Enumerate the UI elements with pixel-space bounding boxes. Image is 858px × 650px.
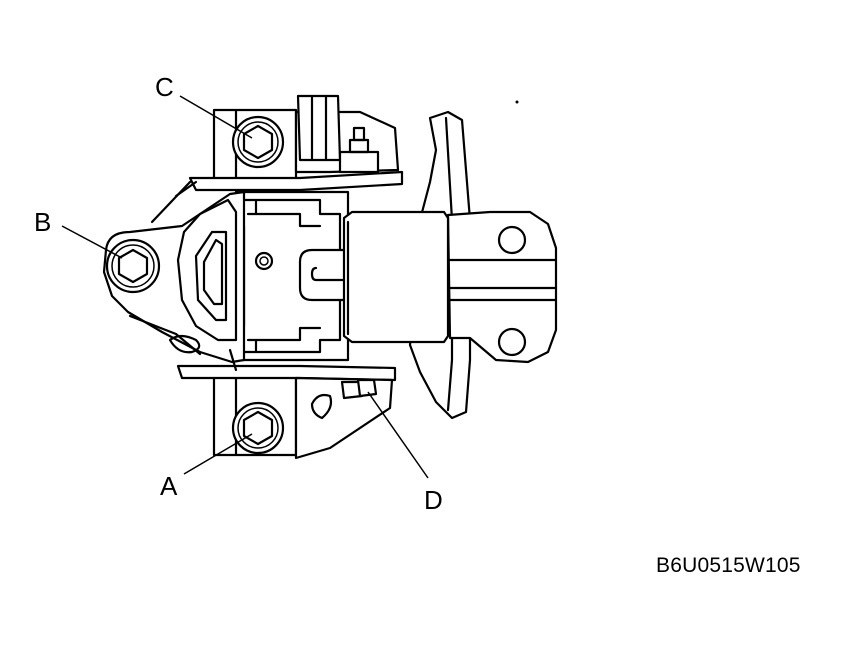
leader-line-b <box>61 225 123 259</box>
bolt-c <box>231 115 285 169</box>
callout-b: B <box>34 207 52 237</box>
figure-code: B6U0515W105 <box>656 554 801 577</box>
leader-lines <box>61 95 429 479</box>
right-plate <box>446 210 558 364</box>
leader-line-d <box>367 391 429 479</box>
clamp-block <box>342 210 450 344</box>
callout-c: C <box>155 72 174 102</box>
bolt-b <box>105 238 161 294</box>
stray-dot <box>515 100 519 104</box>
lower-bracket <box>231 376 394 460</box>
leader-line-a <box>183 433 253 475</box>
callout-a: A <box>160 471 178 501</box>
callout-d: D <box>424 485 443 515</box>
central-housing <box>234 190 352 362</box>
leader-line-c <box>179 95 253 139</box>
bands <box>150 170 404 382</box>
upper-bracket <box>294 94 400 174</box>
left-yoke <box>102 190 246 372</box>
